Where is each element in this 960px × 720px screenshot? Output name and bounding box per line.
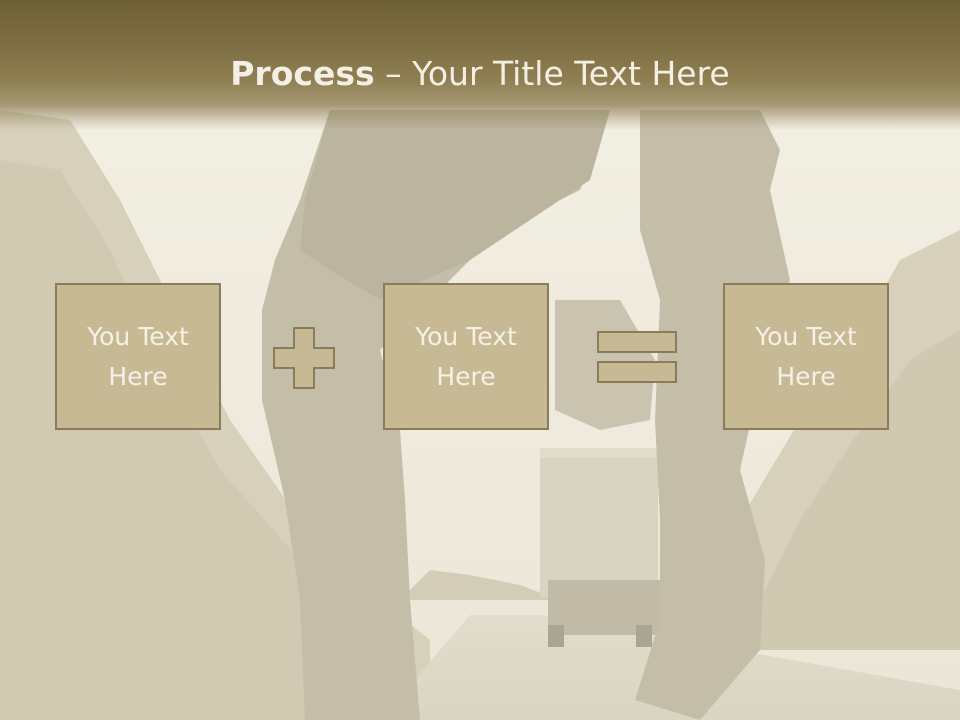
- plus-icon: [273, 327, 335, 389]
- title-rest: – Your Title Text Here: [374, 54, 730, 93]
- title-bar: [0, 0, 960, 130]
- title-bold: Process: [230, 54, 375, 93]
- text-box-3-label: You Text Here: [755, 321, 857, 391]
- text-box-3[interactable]: You Text Here: [723, 283, 889, 430]
- text-box-2[interactable]: You Text Here: [383, 283, 549, 430]
- text-box-1[interactable]: You Text Here: [55, 283, 221, 430]
- text-box-1-label: You Text Here: [87, 321, 189, 391]
- slide-title: Process – Your Title Text Here: [0, 52, 960, 96]
- text-box-2-label: You Text Here: [415, 321, 517, 391]
- equals-icon: [597, 331, 677, 383]
